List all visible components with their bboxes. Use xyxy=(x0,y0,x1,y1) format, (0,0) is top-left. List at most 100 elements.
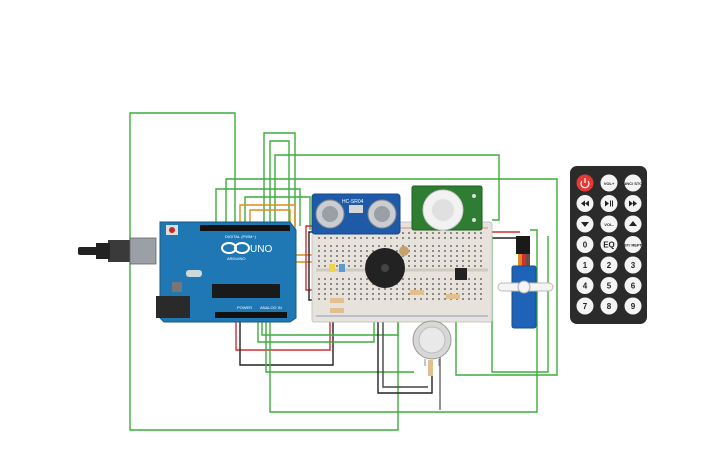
breadboard-hole xyxy=(420,265,422,267)
remote-key-down-arrow-icon[interactable] xyxy=(576,215,594,233)
arduino-uno[interactable]: UNO ARDUINO DIGITAL (PWM~) POWER ANALOG … xyxy=(78,221,297,323)
breadboard-hole xyxy=(462,293,464,295)
remote-key-9[interactable]: 9 xyxy=(624,297,642,315)
breadboard-hole xyxy=(456,245,458,247)
remote-key-rewind-icon[interactable] xyxy=(576,195,594,212)
breadboard-hole xyxy=(444,283,446,285)
breadboard-hole xyxy=(462,298,464,300)
small-components xyxy=(329,246,467,376)
breadboard-hole xyxy=(366,283,368,285)
breadboard-hole xyxy=(336,283,338,285)
breadboard-hole xyxy=(402,283,404,285)
up-arrow-icon xyxy=(629,221,637,226)
remote-key-8[interactable]: 8 xyxy=(600,297,618,315)
breadboard-hole xyxy=(414,288,416,290)
breadboard-hole xyxy=(420,237,422,239)
wire-green-top-6[interactable] xyxy=(244,196,311,230)
breadboard-hole xyxy=(408,283,410,285)
breadboard-hole xyxy=(336,288,338,290)
breadboard-hole xyxy=(432,260,434,262)
breadboard-hole xyxy=(426,298,428,300)
breadboard-hole xyxy=(402,288,404,290)
wire-orange-2[interactable] xyxy=(249,209,322,256)
breadboard-hole xyxy=(444,255,446,257)
piezo-buzzer[interactable] xyxy=(365,248,405,288)
remote-key-eq[interactable]: EQ xyxy=(600,236,618,253)
breadboard-hole xyxy=(438,232,440,234)
breadboard-hole xyxy=(402,245,404,247)
wire-black-3[interactable] xyxy=(382,322,428,388)
breadboard-hole xyxy=(396,288,398,290)
breadboard-hole xyxy=(348,250,350,252)
breadboard-hole xyxy=(474,298,476,300)
remote-key-st-rept[interactable]: ST/ REPT xyxy=(624,236,643,253)
wire-green-bottom-4[interactable] xyxy=(269,229,538,413)
remote-key-5[interactable]: 5 xyxy=(600,277,618,294)
remote-key-vol-[interactable]: VOL+ xyxy=(600,174,618,192)
breadboard-hole xyxy=(408,278,410,280)
remote-key-3[interactable]: 3 xyxy=(624,256,642,274)
remote-key-0[interactable]: 0 xyxy=(576,236,594,253)
breadboard-hole xyxy=(432,288,434,290)
remote-key-power-icon[interactable] xyxy=(576,174,594,192)
breadboard-hole xyxy=(468,293,470,295)
breadboard-hole xyxy=(468,265,470,267)
remote-key-6[interactable]: 6 xyxy=(624,277,642,294)
wire-green-top-5[interactable] xyxy=(215,188,301,226)
breadboard-hole xyxy=(444,232,446,234)
breadboard-hole xyxy=(438,293,440,295)
wire-green-top-4[interactable] xyxy=(225,178,558,376)
remote-key-label: 5 xyxy=(607,282,612,291)
breadboard-hole xyxy=(330,255,332,257)
breadboard-hole xyxy=(408,232,410,234)
breadboard-hole xyxy=(426,278,428,280)
breadboard-hole xyxy=(354,288,356,290)
breadboard-hole xyxy=(324,265,326,267)
breadboard-hole xyxy=(324,293,326,295)
breadboard-hole xyxy=(372,293,374,295)
breadboard-hole xyxy=(360,245,362,247)
remote-key-play-pause-icon[interactable] xyxy=(600,195,618,212)
breadboard-hole xyxy=(342,293,344,295)
breadboard-hole xyxy=(396,250,398,252)
breadboard-hole xyxy=(342,260,344,262)
servo-motor[interactable] xyxy=(497,236,554,329)
wire-orange-1[interactable] xyxy=(239,204,320,263)
remote-key-2[interactable]: 2 xyxy=(600,256,618,274)
breadboard-hole xyxy=(468,255,470,257)
wire-green-bottom-1[interactable] xyxy=(261,318,399,336)
ultrasonic-sensor[interactable]: HC-SR04 xyxy=(311,193,401,235)
gas-sensor[interactable] xyxy=(412,320,452,366)
remote-key-func-stop[interactable]: FUNC/ STOP xyxy=(621,174,645,192)
wire-green-bottom-2[interactable] xyxy=(257,318,375,343)
remote-key-4[interactable]: 4 xyxy=(576,277,594,294)
breadboard-hole xyxy=(474,288,476,290)
breadboard-hole xyxy=(366,278,368,280)
pir-sensor[interactable] xyxy=(411,185,483,231)
arduino-logo-icon xyxy=(221,242,250,254)
breadboard-hole xyxy=(408,237,410,239)
breadboard-hole xyxy=(348,255,350,257)
remote-key-1[interactable]: 1 xyxy=(576,256,594,274)
breadboard-hole xyxy=(396,293,398,295)
wire-green-bottom-3[interactable] xyxy=(265,318,414,373)
wire-green-top-3[interactable] xyxy=(274,154,500,224)
breadboard-hole xyxy=(408,260,410,262)
breadboard-hole xyxy=(468,283,470,285)
remote-key-up-arrow-icon[interactable] xyxy=(624,215,642,233)
breadboard-hole xyxy=(468,237,470,239)
remote-key-label: 1 xyxy=(583,261,588,270)
breadboard-hole xyxy=(468,288,470,290)
wire-green-top-2[interactable] xyxy=(269,140,290,226)
wire-black-2[interactable] xyxy=(377,322,433,394)
wire-red-1[interactable] xyxy=(235,318,331,351)
breadboard-hole xyxy=(426,245,428,247)
remote-key-fast-forward-icon[interactable] xyxy=(624,195,642,212)
breadboard-hole xyxy=(438,288,440,290)
breadboard-hole xyxy=(324,288,326,290)
remote-key-vol-[interactable]: VOL- xyxy=(600,215,618,233)
remote-key-7[interactable]: 7 xyxy=(576,297,594,315)
breadboard-hole xyxy=(420,232,422,234)
